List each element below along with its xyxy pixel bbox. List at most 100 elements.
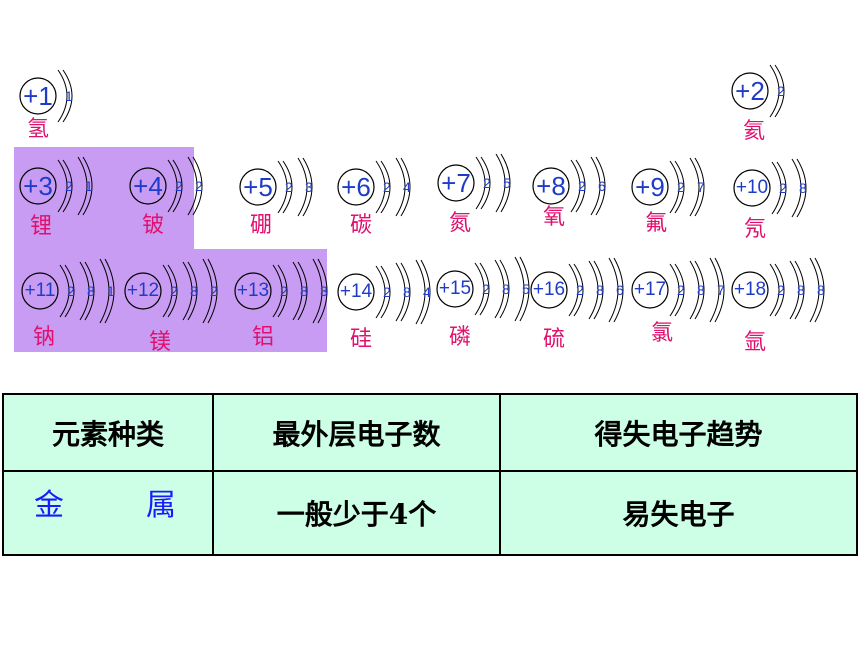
electron-shell-arc [519, 256, 530, 322]
electron-shell-arc [568, 263, 579, 317]
electron-shell-arc [570, 159, 581, 213]
shell-electron-count: 4 [403, 179, 411, 195]
metal-highlight-top [14, 147, 194, 251]
shell-electron-count: 8 [697, 282, 705, 298]
shell-electron-count: 8 [190, 283, 198, 299]
electron-shell-arc [182, 261, 193, 321]
electron-shell-arc [400, 157, 411, 217]
electron-shell-arc [689, 157, 700, 217]
electron-shell-arc [167, 159, 178, 213]
electron-shell-arc [669, 263, 680, 317]
shell-electron-count: 2 [175, 178, 183, 194]
electron-shell-arc [769, 64, 780, 118]
nucleus-circle [129, 167, 167, 205]
shell-electron-count: 1 [65, 88, 73, 104]
shell-electron-count: 7 [697, 179, 705, 195]
electron-shell-arc [84, 261, 95, 321]
electron-shell-arc [514, 256, 525, 322]
shell-electron-count: 2 [65, 178, 73, 194]
nucleus-circle [337, 273, 375, 311]
shell-electron-count: 2 [67, 283, 75, 299]
electron-shell-arc [714, 257, 725, 323]
shell-electron-count: 2 [170, 283, 178, 299]
nucleus-charge: +15 [438, 278, 472, 299]
shell-electron-count: 8 [300, 283, 308, 299]
electron-shell-arc [479, 262, 490, 316]
nucleus-circle [731, 72, 769, 110]
element-name: 钠 [33, 325, 56, 350]
shell-electron-count: 3 [320, 283, 328, 299]
electron-shell-arc [694, 157, 705, 217]
electron-shell-arc [380, 265, 391, 319]
nucleus-charge: +14 [339, 281, 373, 302]
nucleus-charge: +12 [126, 280, 160, 301]
electron-shell-arc [613, 257, 624, 323]
nucleus-charge: +17 [633, 279, 667, 300]
shell-electron-count: 2 [195, 178, 203, 194]
electron-shell-arc [575, 159, 586, 213]
nucleus-charge: +6 [341, 172, 371, 202]
shell-electron-count: 5 [522, 281, 530, 297]
nucleus-charge: +1 [23, 81, 53, 111]
electron-shell-arc [608, 257, 619, 323]
electron-shell-arc [207, 258, 218, 324]
nucleus-circle [532, 167, 570, 205]
shell-electron-count: 7 [717, 282, 725, 298]
electron-shell-arc [395, 157, 406, 217]
shell-electron-count: 8 [799, 180, 807, 196]
element-name: 锂 [30, 214, 53, 239]
electron-shell-arc [297, 261, 308, 321]
electron-shell-arc [794, 260, 805, 320]
nucleus-circle [19, 77, 57, 115]
element-name: 氢 [27, 117, 50, 142]
nucleus-charge: +13 [236, 280, 270, 301]
nucleus-circle [631, 168, 669, 206]
element-name: 硅 [350, 327, 373, 352]
electron-shell-arc [595, 156, 606, 216]
element-name: 碳 [350, 213, 373, 238]
electron-shell-arc [172, 159, 183, 213]
electron-shell-arc [192, 156, 203, 216]
shell-electron-count: 8 [797, 282, 805, 298]
electron-shell-arc [694, 260, 705, 320]
electron-shell-arc [99, 258, 110, 324]
electron-shell-arc [771, 161, 782, 215]
nucleus-circle [21, 272, 59, 310]
element-name: 硼 [250, 213, 273, 238]
electron-shell-arc [590, 156, 601, 216]
nucleus-circle [631, 271, 669, 309]
shell-electron-count: 2 [576, 282, 584, 298]
electron-shell-arc [814, 257, 825, 323]
metal-label-char-2: 属 [146, 488, 176, 523]
shell-electron-count: 8 [596, 282, 604, 298]
nucleus-charge: +10 [735, 177, 769, 198]
cell-element-type: 金 属 [2, 470, 214, 556]
nucleus-charge: +2 [735, 76, 765, 106]
electron-shell-arc [104, 258, 115, 324]
electron-shell-arc [769, 263, 780, 317]
shell-electron-count: 5 [503, 175, 511, 191]
electron-shell-arc [674, 160, 685, 214]
cell-electron-tendency: 易失电子 [499, 470, 858, 556]
shell-electron-count: 2 [677, 179, 685, 195]
element-name: 氟 [645, 211, 668, 236]
shell-electron-count: 2 [483, 175, 491, 191]
electron-shell-arc [272, 264, 283, 318]
shell-electron-count: 2 [779, 180, 787, 196]
electron-shell-arc [312, 258, 323, 324]
shell-electron-count: 2 [777, 83, 785, 99]
cell-outer-electrons: 一般少于4个 [212, 470, 501, 556]
electron-shell-arc [395, 262, 406, 322]
element-name: 氯 [651, 321, 674, 346]
header-outer-electrons: 最外层电子数 [212, 393, 501, 472]
nucleus-charge: +3 [23, 171, 53, 201]
